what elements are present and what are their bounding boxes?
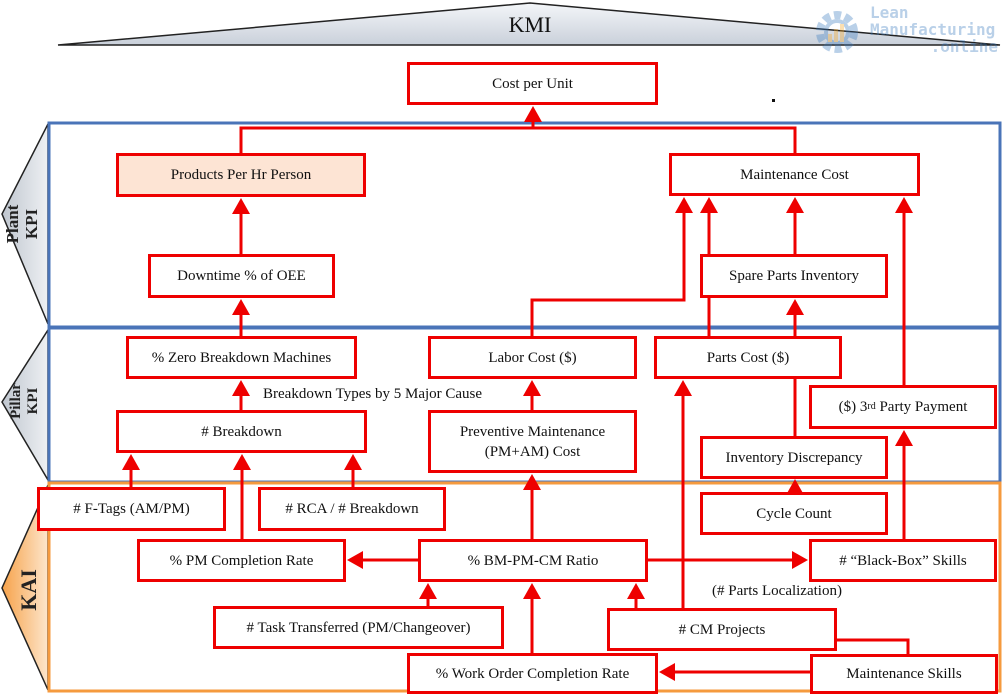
task-transferred-box: # Task Transferred (PM/Changeover) xyxy=(213,606,504,649)
plant-kpi-label: Plant KPI xyxy=(3,189,43,259)
arrowhead-black-box xyxy=(792,551,808,569)
maintenance-cost-box: Maintenance Cost xyxy=(669,153,920,196)
logo-line2: Manufacturing xyxy=(870,20,996,39)
arrowhead-downtime-oee xyxy=(232,299,250,315)
products-per-hr-person-box: Products Per Hr Person xyxy=(116,153,366,197)
rca-breakdown-box: # RCA / # Breakdown xyxy=(258,487,446,531)
pm-cost-line1: Preventive Maintenance xyxy=(459,423,606,440)
labor-cost-box: Labor Cost ($) xyxy=(428,336,637,379)
pillar-kpi-label-line1: Pillar xyxy=(8,383,24,419)
arrowhead-pm-completion xyxy=(347,551,363,569)
logo-line3: .online xyxy=(930,37,998,56)
arrowhead-maintenance-2 xyxy=(700,197,718,213)
pillar-kpi-label-line2: KPI xyxy=(25,387,41,415)
parts-localization-annotation: (# Parts Localization) xyxy=(712,583,842,599)
inventory-discrepancy-box: Inventory Discrepancy xyxy=(700,436,888,479)
connector-products-to-cost xyxy=(239,126,797,153)
connector-skills-to-cm xyxy=(837,638,910,654)
arrowhead-products-per-hr xyxy=(232,198,250,214)
spare-parts-inventory-box: Spare Parts Inventory xyxy=(700,254,888,298)
arrowhead-work-order xyxy=(659,663,675,681)
arrowhead-maintenance-3 xyxy=(786,197,804,213)
cm-projects-box: # CM Projects xyxy=(607,608,837,651)
bm-pm-cm-ratio-box: % BM-PM-CM Ratio xyxy=(418,539,648,582)
connector-lines xyxy=(129,122,910,674)
arrowhead-maintenance-1 xyxy=(675,197,693,213)
arrowhead-labor-cost xyxy=(523,380,541,396)
arrowhead-breakdown-2 xyxy=(233,454,251,470)
parts-cost-box: Parts Cost ($) xyxy=(654,336,842,379)
kai-label-text: KAI xyxy=(16,569,41,611)
pm-cost-line2: (PM+AM) Cost xyxy=(484,443,581,460)
arrowhead-cost-per-unit xyxy=(524,106,542,122)
lean-manufacturing-logo: Lean Manufacturing .online xyxy=(808,0,1002,64)
arrowhead-zero-breakdown xyxy=(232,380,250,396)
arrowhead-bm-ratio-3 xyxy=(627,583,645,599)
gear-icon xyxy=(816,11,858,53)
arrowhead-pm-cost xyxy=(523,474,541,490)
preventive-maintenance-cost-box: Preventive Maintenance (PM+AM) Cost xyxy=(428,410,637,473)
plant-kpi-label-line1: Plant xyxy=(3,204,22,244)
cycle-count-box: Cycle Count xyxy=(700,492,888,535)
pm-completion-rate-box: % PM Completion Rate xyxy=(137,539,346,582)
arrowhead-maintenance-4 xyxy=(895,197,913,213)
arrowhead-bm-ratio-1 xyxy=(419,583,437,599)
zero-breakdown-machines-box: % Zero Breakdown Machines xyxy=(126,336,357,379)
arrowhead-bm-ratio-2 xyxy=(523,583,541,599)
connector-labor-to-maintenance xyxy=(530,213,686,336)
downtime-oee-box: Downtime % of OEE xyxy=(148,254,335,298)
stray-dot xyxy=(772,99,775,102)
arrowhead-breakdown-1 xyxy=(122,454,140,470)
third-party-suffix: Party Payment xyxy=(875,399,968,415)
third-party-prefix: ($) 3 xyxy=(838,399,868,415)
arrowheads xyxy=(122,106,913,681)
pillar-kpi-label: Pillar KPI xyxy=(8,366,44,436)
work-order-completion-box: % Work Order Completion Rate xyxy=(407,653,658,694)
breakdown-box: # Breakdown xyxy=(116,410,367,453)
arrowhead-breakdown-3 xyxy=(344,454,362,470)
third-party-sup: rd xyxy=(867,401,876,412)
plant-kpi-label-line2: KPI xyxy=(22,208,41,240)
cost-per-unit-box: Cost per Unit xyxy=(407,62,658,105)
kmi-roof xyxy=(57,2,1001,46)
arrowhead-spare-parts xyxy=(786,299,804,315)
arrowhead-third-party xyxy=(895,430,913,446)
arrowhead-inventory-discrepancy xyxy=(786,479,804,495)
kai-label: KAI xyxy=(14,555,44,625)
arrowhead-parts-cost xyxy=(674,380,692,396)
kmi-title: KMI xyxy=(508,12,552,37)
maintenance-skills-box: Maintenance Skills xyxy=(810,654,998,694)
f-tags-box: # F-Tags (AM/PM) xyxy=(37,487,226,531)
logo-line1: Lean xyxy=(870,3,909,22)
black-box-skills-box: # “Black-Box” Skills xyxy=(809,539,997,582)
breakdown-types-annotation: Breakdown Types by 5 Major Cause xyxy=(263,386,483,402)
